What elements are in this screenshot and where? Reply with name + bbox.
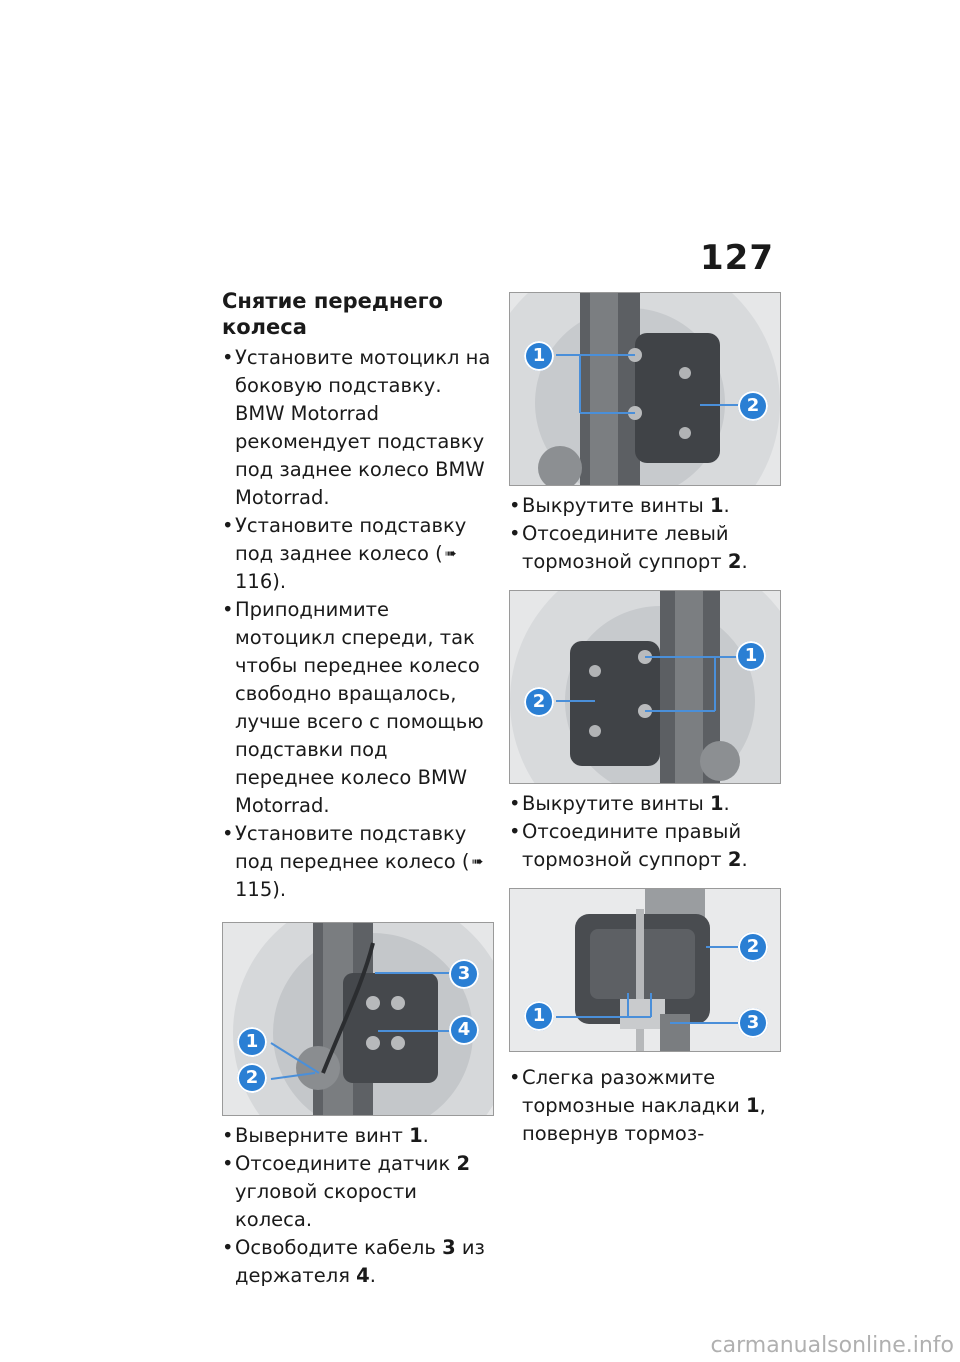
- arrow-right-icon: ➠: [471, 854, 484, 870]
- callout-2: 2: [524, 687, 554, 717]
- brake-photo-illustration: [510, 591, 780, 783]
- step-list: Установите мотоцикл на боковую подставку…: [222, 344, 492, 904]
- step-item: Приподнимите мотоцикл спереди, так чтобы…: [222, 596, 492, 820]
- step-list: Выкрутите винты 1. Отсоедините левый тор…: [509, 492, 779, 576]
- arrow-right-icon: ➠: [444, 546, 457, 562]
- callout-4: 4: [449, 1015, 479, 1045]
- figure-wheel-sensor: 1 2 3 4: [222, 922, 494, 1116]
- page-reference[interactable]: 115: [235, 878, 273, 901]
- brake-photo-illustration: [510, 889, 780, 1051]
- callout-2: 2: [237, 1063, 267, 1093]
- callout-1: 1: [237, 1027, 267, 1057]
- callout-2: 2: [738, 932, 768, 962]
- callout-2: 2: [738, 391, 768, 421]
- step-item: Отсоедините левый тормозной суппорт 2.: [509, 520, 779, 576]
- footer-watermark: carmanualsonline.info: [710, 1333, 954, 1358]
- step-list: Выверните винт 1. Отсоедините датчик 2 у…: [222, 1122, 492, 1290]
- callout-3: 3: [738, 1008, 768, 1038]
- callout-1: 1: [524, 1001, 554, 1031]
- step-item: Установите мотоцикл на боковую подставку…: [222, 344, 492, 512]
- figure-left-caliper: 1 2: [509, 292, 781, 486]
- step-item: Отсоедините датчик 2 угловой скорости ко…: [222, 1150, 492, 1234]
- brake-photo-illustration: [233, 923, 493, 1115]
- section-title: Снятие переднего колеса: [222, 289, 443, 339]
- right-column: 1 2 Выкрутите винты 1. Отсоедините левый…: [509, 292, 781, 1148]
- brake-photo-illustration: [510, 293, 780, 485]
- step-list: Выкрутите винты 1. Отсоедините правый то…: [509, 790, 779, 874]
- step-list: Слегка разожмите тормозные накладки 1, п…: [509, 1064, 779, 1148]
- step-item: Установите подставку под заднее колесо (…: [222, 512, 492, 596]
- figure-brake-pads: 1 2 3: [509, 888, 781, 1052]
- step-item: Установите подставку под переднее колесо…: [222, 820, 492, 904]
- left-column: Снятие переднего колеса Установите мотоц…: [222, 288, 494, 1290]
- step-item: Освободите кабель 3 из держателя 4.: [222, 1234, 492, 1290]
- callout-1: 1: [524, 341, 554, 371]
- step-item: Выкрутите винты 1.: [509, 790, 779, 818]
- figure-right-caliper: 1 2: [509, 590, 781, 784]
- callout-3: 3: [449, 959, 479, 989]
- page-number: 127: [700, 238, 774, 278]
- step-item: Отсоедините правый тормозной суппорт 2.: [509, 818, 779, 874]
- step-item: Слегка разожмите тормозные накладки 1, п…: [509, 1064, 779, 1148]
- step-item: Выверните винт 1.: [222, 1122, 492, 1150]
- page-reference[interactable]: 116: [235, 570, 273, 593]
- step-item: Выкрутите винты 1.: [509, 492, 779, 520]
- callout-1: 1: [736, 641, 766, 671]
